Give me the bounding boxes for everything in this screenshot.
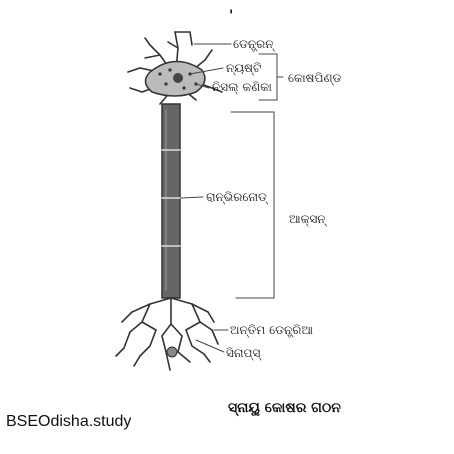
synapse-knob: [166, 346, 178, 358]
label-axon: ଆକ୍ସନ୍: [289, 212, 326, 226]
axon-shape: [161, 103, 181, 299]
ranvier-nodes: [161, 149, 181, 247]
label-ranvier-node: ରାନ୍‌ଭିରନୋଡ୍: [206, 190, 267, 204]
leader-lines: [180, 43, 232, 353]
diagram-caption: ସ୍ନାୟୁ କୋଷର ଗଠନ: [228, 400, 341, 416]
nissl-granules: [158, 68, 198, 90]
label-nucleus: ନ୍ୟଷ୍ଟି: [226, 61, 262, 75]
label-synapse: ସିନାପ୍‌ସ୍: [226, 346, 261, 360]
terminal-dendrites: [115, 297, 219, 371]
label-dendron: ଡେନ୍ଡ୍ରନ୍: [233, 37, 274, 51]
nucleus-shape: [173, 73, 183, 83]
label-terminal-dendria: ଅନ୍ତିମ ଡେନ୍ଡ୍ରିଆ: [230, 323, 313, 337]
watermark-text: BSEOdisha.study: [6, 413, 132, 430]
label-cell-body: କୋଷପିଣ୍ଡ: [288, 71, 342, 85]
axon-bracket: [230, 111, 275, 299]
label-nissl: ନିସଲ୍ କଣିକା: [212, 80, 272, 94]
top-mark: ': [229, 8, 234, 24]
